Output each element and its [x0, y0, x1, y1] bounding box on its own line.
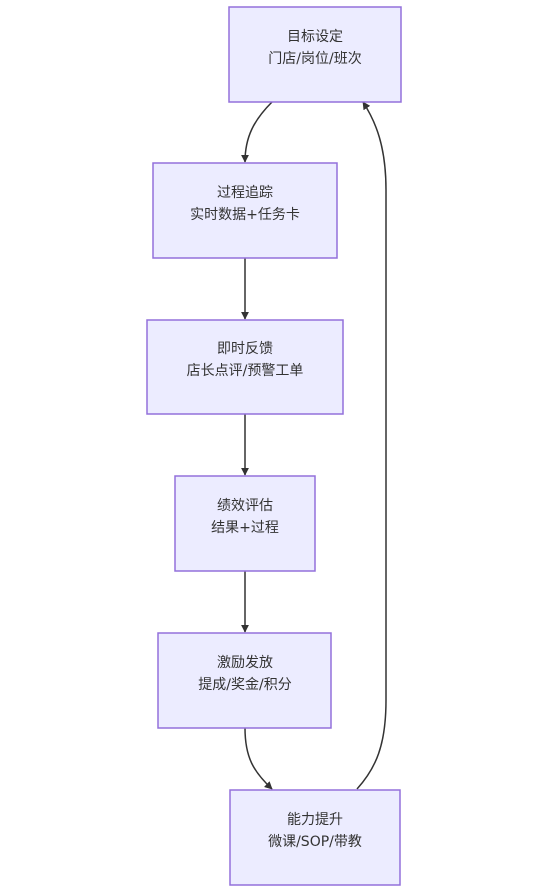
node-goal[interactable]: 目标设定 门店/岗位/班次 — [228, 6, 402, 103]
node-goal-subtitle: 门店/岗位/班次 — [268, 51, 361, 67]
node-feedback-subtitle: 店长点评/预警工单 — [187, 363, 304, 379]
edges — [241, 101, 387, 790]
node-incentive-subtitle: 提成/奖金/积分 — [198, 676, 291, 693]
node-capability[interactable]: 能力提升 微课/SOP/带教 — [229, 789, 401, 886]
edge-incentive-to-capability — [244, 727, 273, 790]
node-incentive[interactable]: 激励发放 提成/奖金/积分 — [157, 632, 332, 729]
node-tracking-subtitle: 实时数据+任务卡 — [190, 207, 300, 223]
edge-capability-to-goal — [356, 101, 387, 790]
node-goal-title: 目标设定 — [287, 29, 343, 45]
edge-goal-to-tracking — [241, 101, 273, 163]
node-feedback-title: 即时反馈 — [217, 341, 273, 357]
node-evaluation[interactable]: 绩效评估 结果+过程 — [174, 475, 316, 572]
node-feedback[interactable]: 即时反馈 店长点评/预警工单 — [146, 319, 344, 415]
node-tracking[interactable]: 过程追踪 实时数据+任务卡 — [152, 162, 338, 259]
node-capability-title: 能力提升 — [287, 812, 343, 828]
node-tracking-title: 过程追踪 — [217, 185, 273, 201]
node-capability-subtitle: 微课/SOP/带教 — [268, 834, 362, 850]
node-evaluation-subtitle: 结果+过程 — [211, 520, 279, 536]
node-incentive-title: 激励发放 — [217, 654, 273, 671]
node-evaluation-title: 绩效评估 — [217, 498, 273, 514]
